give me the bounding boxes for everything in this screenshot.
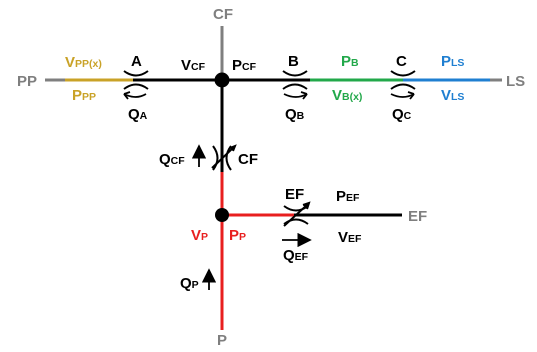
flow-q-ef: QEF xyxy=(283,247,309,264)
valve-b-label: B xyxy=(288,53,299,70)
var-p-cf: PCF xyxy=(232,57,257,74)
flow-q-b: QB xyxy=(285,106,305,123)
var-p-pp: PPP xyxy=(72,87,96,104)
flow-arrow-b xyxy=(283,91,308,100)
terminal-ls-label: LS xyxy=(506,73,525,90)
var-p-ls: PLS xyxy=(441,53,464,70)
var-p-b: PB xyxy=(341,53,359,70)
valve-ef-label: EF xyxy=(285,186,304,203)
flow-arrow-a xyxy=(123,91,147,100)
terminal-pp-label: PP xyxy=(17,73,37,90)
var-v-ef: VEF xyxy=(338,229,362,246)
valve-c-symbol xyxy=(390,70,416,90)
flow-q-a: QA xyxy=(128,106,148,123)
terminal-ef-label: EF xyxy=(408,208,427,225)
terminal-cf-label: CF xyxy=(213,6,233,23)
var-v-cf: VCF xyxy=(181,57,206,74)
flow-q-cf: QCF xyxy=(159,151,185,168)
junction-upper xyxy=(214,72,230,88)
var-p-ef: PEF xyxy=(336,188,360,205)
var-v-pp: VPP(x) xyxy=(65,54,102,71)
var-v-ls: VLS xyxy=(441,87,464,104)
valve-cf-symbol xyxy=(211,144,237,171)
flow-q-c: QC xyxy=(392,106,412,123)
var-p-p: PP xyxy=(229,227,246,244)
flow-q-p: QP xyxy=(180,275,199,292)
var-v-p: VP xyxy=(191,227,208,244)
valve-c-label: C xyxy=(396,53,407,70)
var-v-b: VB(x) xyxy=(332,87,362,104)
valve-a-symbol xyxy=(123,70,149,90)
valve-b-symbol xyxy=(282,70,308,90)
valve-ef-symbol xyxy=(283,201,311,227)
flow-arrow-c xyxy=(390,91,415,100)
junction-lower xyxy=(215,208,229,222)
valve-a-label: A xyxy=(131,53,142,70)
terminal-p-label: P xyxy=(217,332,227,349)
valve-cf-label: CF xyxy=(238,151,258,168)
